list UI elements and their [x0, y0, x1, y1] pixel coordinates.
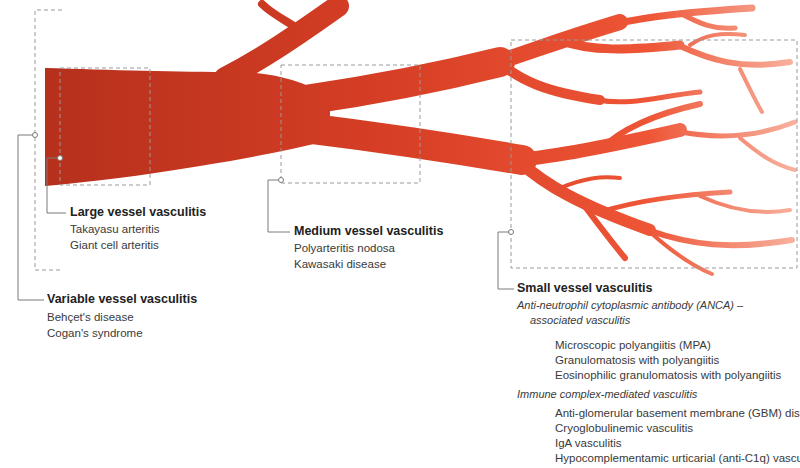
- disease-name: Microscopic polyangiitis (MPA): [555, 338, 711, 353]
- region-box: [60, 68, 150, 185]
- category-heading: Small vessel vasculitis: [517, 281, 653, 296]
- region-box: [511, 40, 797, 268]
- vessel-branch: [740, 138, 795, 170]
- disease-name: Cogan's syndrome: [47, 326, 143, 341]
- region-bracket: [35, 10, 62, 270]
- region-box: [281, 65, 420, 183]
- vessel-branch: [598, 92, 700, 102]
- vessel-branch: [500, 63, 600, 100]
- vessel-branch: [560, 177, 620, 188]
- disease-name: Cryoglobulinemic vasculitis: [555, 421, 693, 436]
- vessel-branch: [676, 122, 795, 136]
- vessel-trunk: [45, 68, 330, 186]
- disease-name: Granulomatosis with polyangiitis: [555, 353, 719, 368]
- disease-name: Eosinophilic granulomatosis with polyang…: [555, 368, 781, 383]
- category-heading: Medium vessel vasculitis: [294, 224, 443, 239]
- disease-name: Kawasaki disease: [294, 257, 386, 272]
- vessel-branch: [305, 62, 500, 100]
- vessel-branch: [518, 130, 680, 160]
- vessel-branch: [520, 162, 650, 230]
- vessel-branch: [560, 40, 680, 49]
- leader-dot: [58, 156, 63, 161]
- vessel-branch: [305, 128, 522, 160]
- vessel-branch: [700, 196, 790, 212]
- disease-name: Behçet's disease: [47, 310, 134, 325]
- leader-dot: [509, 230, 514, 235]
- category-heading: Variable vessel vasculitis: [47, 292, 197, 307]
- disease-name: IgA vasculitis: [555, 436, 621, 451]
- disease-name: Polyarteritis nodosa: [294, 241, 395, 256]
- subgroup-heading: Immune complex-mediated vasculitis: [517, 387, 697, 402]
- vessel-branch: [680, 13, 735, 28]
- vessel-branch: [262, 4, 300, 30]
- leader-line: [268, 180, 290, 232]
- artery-illustration: [45, 4, 795, 274]
- disease-name: Hypocomplementamic urticarial (anti-C1q)…: [555, 451, 800, 466]
- leader-line: [47, 158, 66, 213]
- leader-dot: [33, 133, 38, 138]
- vessel-branch: [678, 45, 790, 65]
- vessel-branch: [648, 230, 792, 245]
- disease-name: Takayasu arteritis: [70, 222, 159, 237]
- vessel-branch: [600, 104, 700, 150]
- vessel-branch: [690, 34, 745, 45]
- subgroup-heading: Anti-neutrophil cytoplasmic antibody (AN…: [517, 298, 792, 328]
- category-heading: Large vessel vasculitis: [70, 205, 206, 220]
- leader-line: [18, 135, 44, 300]
- vessel-branch: [740, 69, 762, 112]
- leader-dot: [279, 178, 284, 183]
- disease-name: Anti-glomerular basement membrane (GBM) …: [555, 406, 800, 421]
- disease-name: Giant cell arteritis: [70, 238, 159, 253]
- leader-line: [498, 232, 514, 289]
